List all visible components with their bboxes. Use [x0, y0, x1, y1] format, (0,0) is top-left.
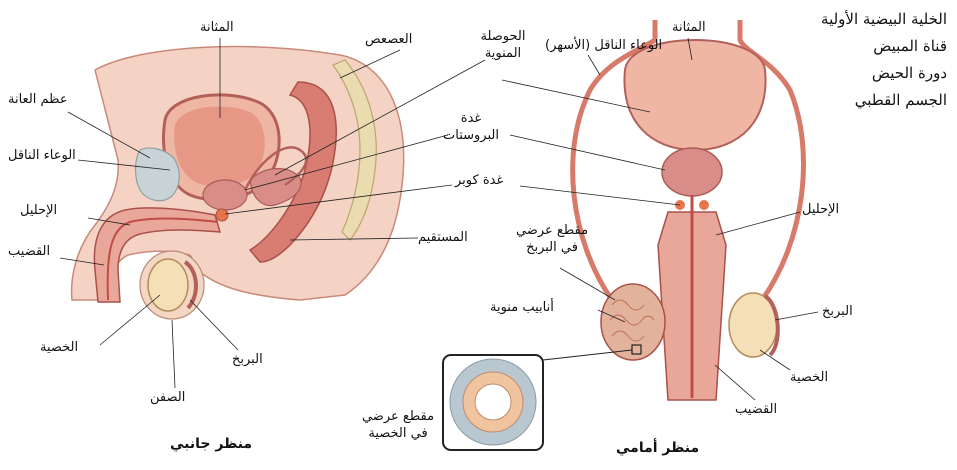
- label-urethra-front: الإحليل: [802, 202, 839, 218]
- label-testis-front: الخصية: [790, 370, 828, 386]
- label-testis-side: الخصية: [40, 340, 78, 356]
- testis-left: [601, 284, 665, 360]
- label-seminiferous-tubules: أنابيب منوية: [490, 300, 554, 316]
- label-scrotum: الصفن: [150, 390, 185, 406]
- label-rectum: المستقيم: [418, 230, 468, 246]
- label-section-testis: مقطع عرضي في الخصية: [358, 408, 438, 442]
- side-view: [60, 38, 485, 388]
- label-section-epididymis: مقطع عرضي في البربخ: [512, 222, 592, 256]
- label-epididymis-side: البربخ: [232, 352, 263, 368]
- caption-front-view: منظر أمامي: [616, 440, 699, 456]
- legend: الخلية البيضية الأولية قناة المبيض دورة …: [747, 6, 947, 114]
- legend-item-1: الخلية البيضية الأولية: [747, 6, 947, 33]
- section-lumen: [475, 384, 511, 420]
- label-epididymis-front: البربخ: [822, 304, 853, 320]
- label-vas-deferens-side: الوعاء الناقل: [8, 148, 76, 164]
- caption-side-view: منظر جانبي: [170, 436, 252, 452]
- label-bladder-side: المثانة: [200, 20, 234, 36]
- label-coccyx: العصعص: [365, 32, 412, 48]
- label-urethra-side: الإحليل: [20, 203, 57, 219]
- label-seminal-vesicle: الحوصلة المنوية: [468, 28, 538, 62]
- legend-item-4: الجسم القطبي: [747, 87, 947, 114]
- legend-item-2: قناة المبيض: [747, 33, 947, 60]
- prostate: [203, 180, 247, 210]
- label-vas-deferens-front: الوعاء الناقل (الأسهر): [545, 38, 662, 54]
- prostate-front: [662, 148, 722, 196]
- label-cowper: غدة كوبر: [455, 173, 503, 189]
- cowper-gland: [216, 209, 228, 221]
- testis-side: [148, 259, 188, 311]
- label-bladder-front: المثانة: [672, 20, 706, 36]
- cowper-gland-right: [699, 200, 709, 210]
- bladder-front: [624, 40, 765, 150]
- bladder-lumen: [174, 106, 264, 186]
- label-prostate: غدة البروستات: [436, 110, 506, 144]
- label-penis-side: القضيب: [8, 244, 50, 260]
- label-pubic-bone: عظم العانة: [8, 92, 68, 108]
- label-penis-front: القضيب: [735, 402, 777, 418]
- legend-item-3: دورة الحيض: [747, 60, 947, 87]
